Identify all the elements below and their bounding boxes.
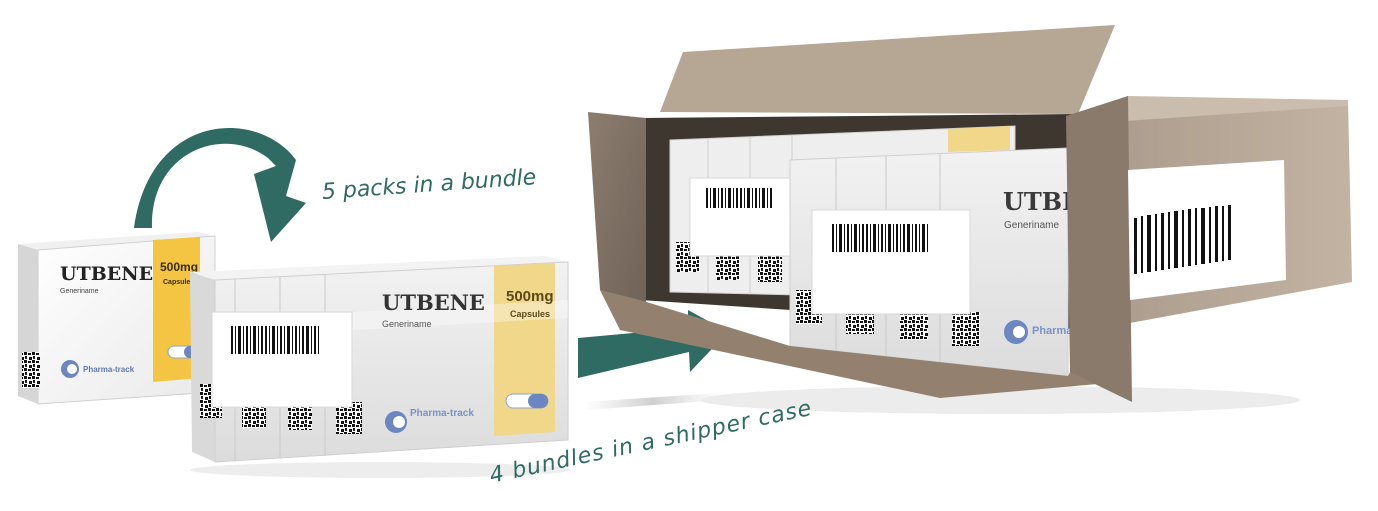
pill-icon: [505, 393, 549, 409]
generic-name: Generiname: [382, 319, 432, 329]
barcode-icon: [231, 326, 319, 354]
pharma-track-logo-icon: [385, 411, 407, 433]
strength: 500mg: [160, 260, 198, 274]
pharma-track-logo-icon: [61, 360, 79, 378]
datamatrix-icon: [758, 252, 782, 282]
generic-name: Generiname: [1004, 220, 1059, 231]
dosage-form: Capsules: [163, 279, 194, 286]
maker-name: Pharma-track: [83, 365, 135, 374]
strength: 500mg: [506, 288, 554, 305]
arrow-shadow: [584, 393, 722, 410]
dosage-form: Capsules: [510, 309, 550, 319]
barcode-icon: [1134, 205, 1231, 274]
datamatrix-icon: [22, 352, 40, 388]
case-left-flap: [588, 112, 646, 308]
brand-name: UTBENE: [60, 263, 153, 285]
case-back-flap: [660, 25, 1115, 114]
barcode-icon: [832, 224, 928, 252]
case-front-lip: [600, 290, 1128, 398]
single-pack: UTBENE Generiname 500mg Capsules Pharma-…: [18, 232, 216, 405]
case-right-flap: [1066, 96, 1132, 402]
generic-name: Generiname: [60, 288, 99, 295]
bundle: UTBENE Generiname 500mg Capsules Pharma-…: [190, 256, 570, 478]
single-pack-top: [18, 232, 215, 250]
pharma-track-logo-icon: [1004, 320, 1028, 344]
maker-name: Pharma-track: [410, 408, 474, 419]
brand-name: UTBENE: [382, 290, 485, 315]
datamatrix-icon: [952, 312, 980, 346]
case-shipping-label: [1128, 160, 1286, 300]
barcode-icon: [706, 188, 772, 208]
shipper-case: UTBENE Generiname Pharma-track: [588, 25, 1352, 414]
curved-arrow-icon: [134, 128, 306, 242]
